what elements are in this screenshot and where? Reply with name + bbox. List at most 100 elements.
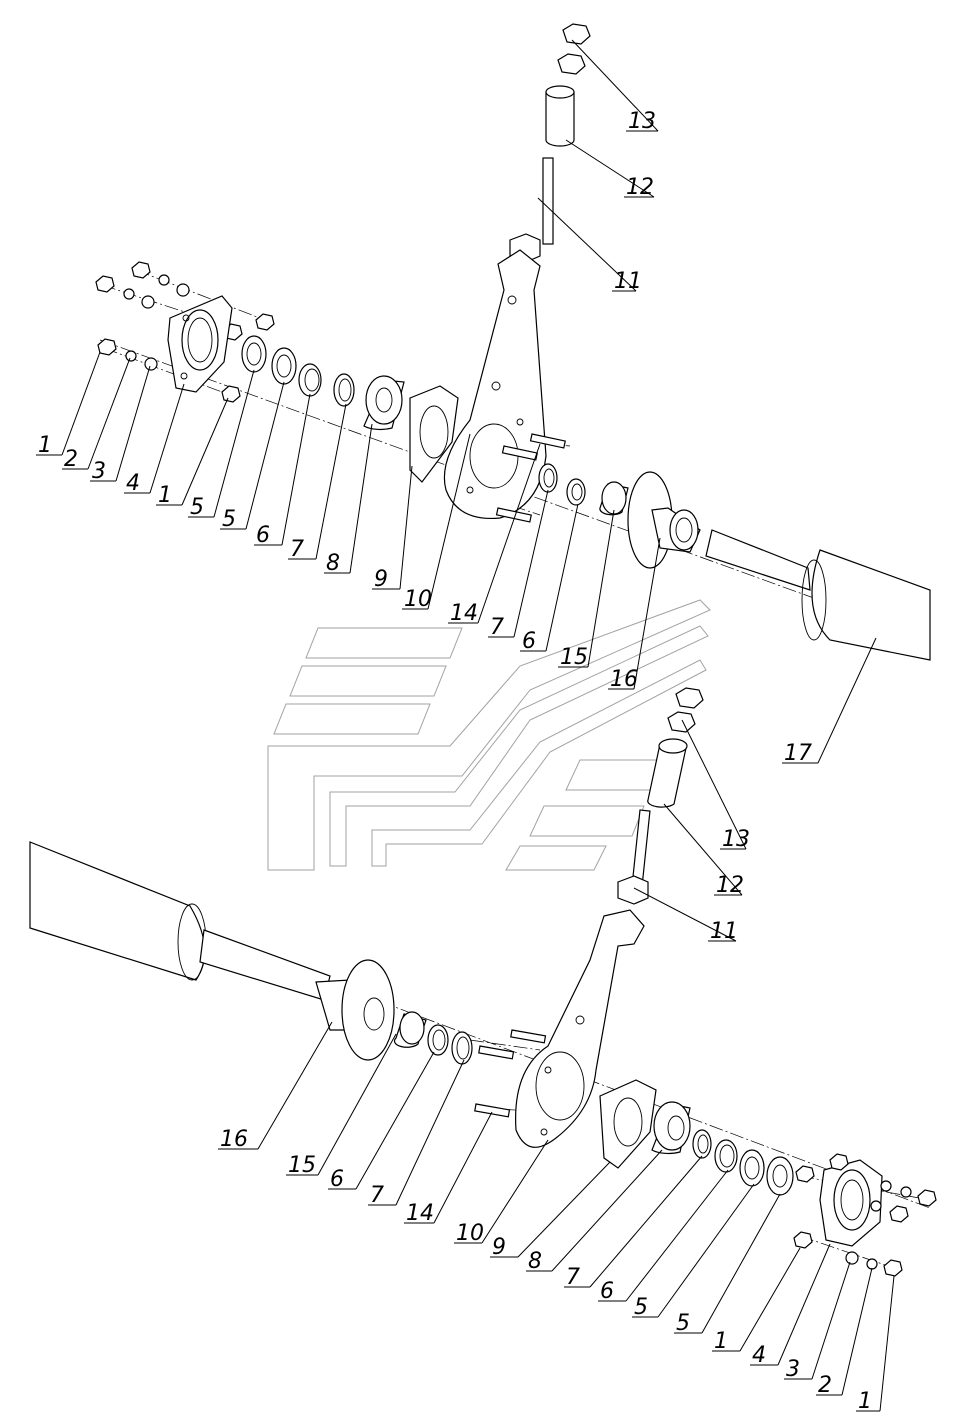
lower-leader-14 [811, 1261, 851, 1380]
ring-6b-upper [566, 478, 586, 506]
upper-callout-3: 4 [126, 471, 140, 496]
upper-leader-18 [537, 197, 637, 292]
upper-callout-4: 1 [158, 483, 172, 508]
seal-7-upper [333, 373, 355, 407]
lower-callout-2: 6 [330, 1167, 344, 1192]
lower-leader-11 [701, 1193, 781, 1334]
upper-callout-15: 15 [560, 645, 588, 670]
seal-7-lower [451, 1031, 473, 1065]
hub-flange-16-upper [627, 471, 701, 569]
seal-7b-upper [538, 463, 558, 493]
upper-leader-20 [571, 39, 659, 132]
lower-leader-17 [633, 887, 737, 942]
upper-callout-5: 5 [190, 495, 204, 520]
lower-callout-14: 3 [786, 1357, 800, 1382]
lower-leader-16 [879, 1275, 895, 1412]
upper-callout-11: 10 [404, 587, 432, 612]
lower-leader-7 [551, 1149, 663, 1272]
upper-callout-7: 6 [256, 523, 270, 548]
lower-leader-9 [625, 1169, 729, 1302]
upper-callout-17: 17 [784, 741, 812, 766]
lower-callout-11: 5 [676, 1311, 690, 1336]
upper-callout-14: 6 [522, 629, 536, 654]
sleeve-12-upper [545, 85, 575, 147]
upper-callout-19: 12 [626, 175, 654, 200]
upper-assembly [95, 23, 931, 661]
upper-callout-20: 13 [628, 109, 656, 134]
upper-leader-8 [315, 403, 347, 560]
flange-9-lower [599, 1079, 657, 1169]
lower-callout-5: 10 [456, 1221, 484, 1246]
shaft-17-lower [29, 841, 331, 1001]
upper-leader-11 [427, 433, 471, 610]
nut-13-upper [557, 23, 591, 75]
upper-callout-16: 16 [610, 667, 638, 692]
upper-callout-0: 1 [38, 433, 52, 458]
lower-callout-8: 7 [566, 1265, 580, 1290]
upper-leader-1 [87, 357, 131, 470]
lower-leader-0 [257, 1021, 333, 1150]
lower-callout-18: 12 [716, 873, 744, 898]
seal-7b-lower [692, 1129, 712, 1159]
lower-leader-5 [481, 1139, 549, 1244]
bearing-5a-lower [739, 1149, 765, 1187]
leader-lines [36, 39, 895, 1412]
lower-callout-6: 9 [492, 1235, 506, 1260]
bolt-set-right-lower [793, 1153, 937, 1277]
lower-leader-15 [841, 1267, 873, 1396]
upper-leader-17 [817, 637, 877, 764]
upper-leader-16 [633, 537, 661, 690]
bolt-11-lower [617, 809, 651, 905]
lower-callout-0: 16 [220, 1127, 248, 1152]
shaft-17-upper [705, 529, 931, 661]
lower-callout-4: 14 [406, 1201, 434, 1226]
bolt-11-upper [509, 157, 554, 263]
flange-9-upper [409, 385, 459, 483]
lower-leader-13 [777, 1243, 831, 1366]
upper-leader-12 [477, 443, 541, 624]
upper-leader-2 [115, 365, 151, 482]
ring-6-lower [427, 1024, 449, 1056]
upper-callout-1: 2 [64, 447, 78, 472]
bearing-5a-upper [241, 335, 267, 373]
lower-leader-18 [663, 803, 743, 896]
bolt-set-left-upper [95, 261, 275, 403]
bracket-plate-10-lower [515, 909, 645, 1148]
upper-leader-6 [245, 381, 285, 530]
upper-callout-18: 11 [614, 269, 642, 294]
upper-leader-15 [587, 509, 615, 668]
bolt-14-lower [474, 1029, 547, 1118]
spacer-15-lower [393, 1011, 427, 1048]
lower-leader-8 [589, 1155, 703, 1288]
upper-callout-13: 7 [490, 615, 504, 640]
upper-leader-10 [399, 465, 413, 590]
upper-leader-14 [545, 503, 579, 652]
upper-leader-5 [213, 369, 255, 518]
bushing-8-lower [651, 1101, 691, 1155]
lower-leader-10 [657, 1183, 755, 1318]
lower-leader-1 [317, 1033, 397, 1176]
lower-leader-2 [355, 1051, 435, 1190]
lower-leader-3 [395, 1059, 465, 1206]
sleeve-12-lower [647, 738, 688, 808]
upper-leader-9 [349, 423, 373, 574]
lower-leader-12 [739, 1247, 801, 1352]
upper-leader-3 [149, 383, 185, 494]
flange-housing-4-upper [167, 295, 233, 393]
upper-callout-6: 5 [222, 507, 236, 532]
bolt-14-upper [495, 433, 566, 523]
lower-leader-4 [433, 1111, 493, 1224]
lower-assembly [29, 687, 937, 1277]
lower-callout-3: 7 [370, 1183, 384, 1208]
lower-callout-12: 1 [714, 1329, 728, 1354]
lower-callout-1: 15 [288, 1153, 316, 1178]
upper-callout-9: 8 [326, 551, 340, 576]
lower-callout-10: 5 [634, 1295, 648, 1320]
flange-housing-4-lower [819, 1159, 883, 1247]
lower-callout-17: 11 [710, 919, 738, 944]
nut-13-lower [667, 687, 704, 733]
lower-callout-15: 2 [818, 1373, 832, 1398]
lower-callout-7: 8 [528, 1249, 542, 1274]
